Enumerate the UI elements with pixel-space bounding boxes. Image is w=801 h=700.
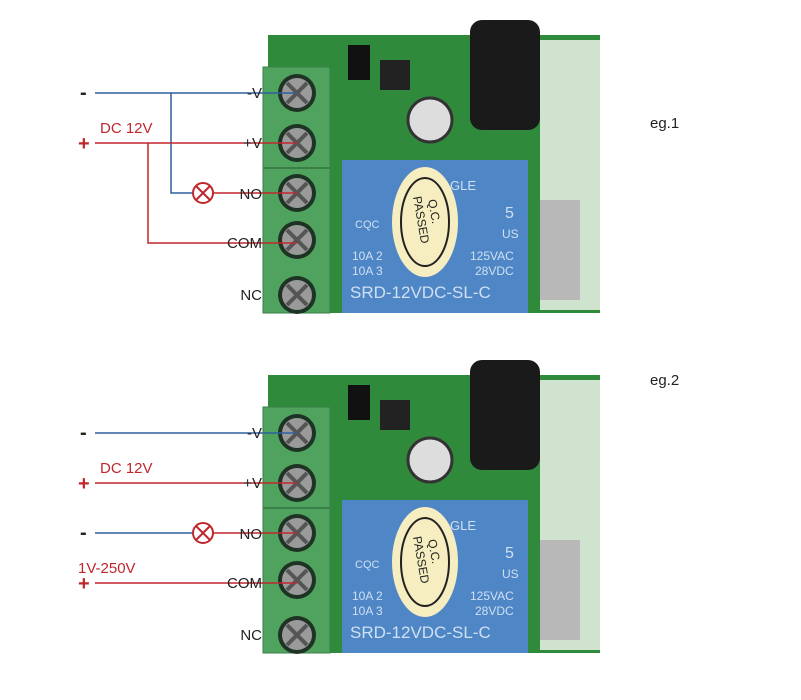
relay-model: SRD-12VDC-SL-C bbox=[350, 283, 491, 302]
minus-sign: - bbox=[80, 522, 87, 544]
relay-rating: 28VDC bbox=[475, 264, 514, 278]
terminal-label: -V bbox=[247, 425, 262, 442]
relay-module-1: GLE CQC 5 US 10A 2 125VAC 10A 3 28VDC SR… bbox=[78, 20, 679, 316]
load-supply-label: 1V-250V bbox=[78, 560, 136, 577]
supply-label: DC 12V bbox=[100, 120, 153, 137]
relay-cert: CQC bbox=[355, 559, 380, 571]
sticker-qc: Q.C. bbox=[425, 198, 443, 225]
terminal-label: NC bbox=[240, 627, 262, 644]
terminal-label: NO bbox=[240, 186, 263, 203]
terminal-label: NC bbox=[240, 287, 262, 304]
minus-sign: - bbox=[80, 422, 87, 444]
relay-brand: GLE bbox=[450, 518, 476, 533]
crystal bbox=[540, 200, 580, 300]
relay-cert: CQC bbox=[355, 219, 380, 231]
terminal-label: COM bbox=[227, 235, 262, 252]
supply-label: DC 12V bbox=[100, 460, 153, 477]
diode bbox=[348, 45, 370, 80]
relay-rating: 125VAC bbox=[470, 249, 514, 263]
relay-brand: GLE bbox=[450, 178, 476, 193]
terminal-label: +V bbox=[243, 475, 262, 492]
relay-model: SRD-12VDC-SL-C bbox=[350, 623, 491, 642]
relay-rating: 125VAC bbox=[470, 589, 514, 603]
terminal-label: +V bbox=[243, 135, 262, 152]
capacitor bbox=[406, 96, 454, 144]
regulator bbox=[380, 60, 410, 90]
relay-ul-us: US bbox=[502, 227, 519, 241]
diode bbox=[348, 385, 370, 420]
terminal-label: -V bbox=[247, 85, 262, 102]
relay: GLE CQC 5 US 10A 2 125VAC 10A 3 28VDC SR… bbox=[342, 160, 528, 313]
caption-eg2: eg.2 bbox=[650, 372, 679, 389]
wiring-2: - + DC 12V - + 1V-250V -V +V NO COM NC bbox=[78, 422, 297, 644]
wiring-1: - + DC 12V -V +V NO COM NC bbox=[78, 82, 297, 304]
relay-rating: 10A 2 bbox=[352, 249, 383, 263]
plus-sign: + bbox=[78, 473, 90, 495]
terminal-label: COM bbox=[227, 575, 262, 592]
antenna-coil bbox=[470, 20, 540, 130]
antenna-coil bbox=[470, 360, 540, 470]
minus-sign: - bbox=[80, 82, 87, 104]
caption-eg1: eg.1 bbox=[650, 115, 679, 132]
relay-ul-number: 5 bbox=[505, 205, 514, 222]
sticker-qc: Q.C. bbox=[425, 538, 443, 565]
plus-sign: + bbox=[78, 133, 90, 155]
relay-module-2: GLE CQC 5 US 10A 2 125VAC 10A 3 28VDC SR… bbox=[78, 360, 679, 656]
crystal bbox=[540, 540, 580, 640]
regulator bbox=[380, 400, 410, 430]
lamp-icon bbox=[192, 182, 214, 204]
plus-sign: + bbox=[78, 573, 90, 595]
relay-rating: 10A 3 bbox=[352, 264, 383, 278]
relay-rating: 28VDC bbox=[475, 604, 514, 618]
relay-ul-number: 5 bbox=[505, 545, 514, 562]
terminal-label: NO bbox=[240, 526, 263, 543]
lamp-icon bbox=[192, 522, 214, 544]
relay-rating: 10A 3 bbox=[352, 604, 383, 618]
relay: GLE CQC 5 US 10A 2 125VAC 10A 3 28VDC SR… bbox=[342, 500, 528, 653]
relay-rating: 10A 2 bbox=[352, 589, 383, 603]
capacitor bbox=[406, 436, 454, 484]
relay-ul-us: US bbox=[502, 567, 519, 581]
